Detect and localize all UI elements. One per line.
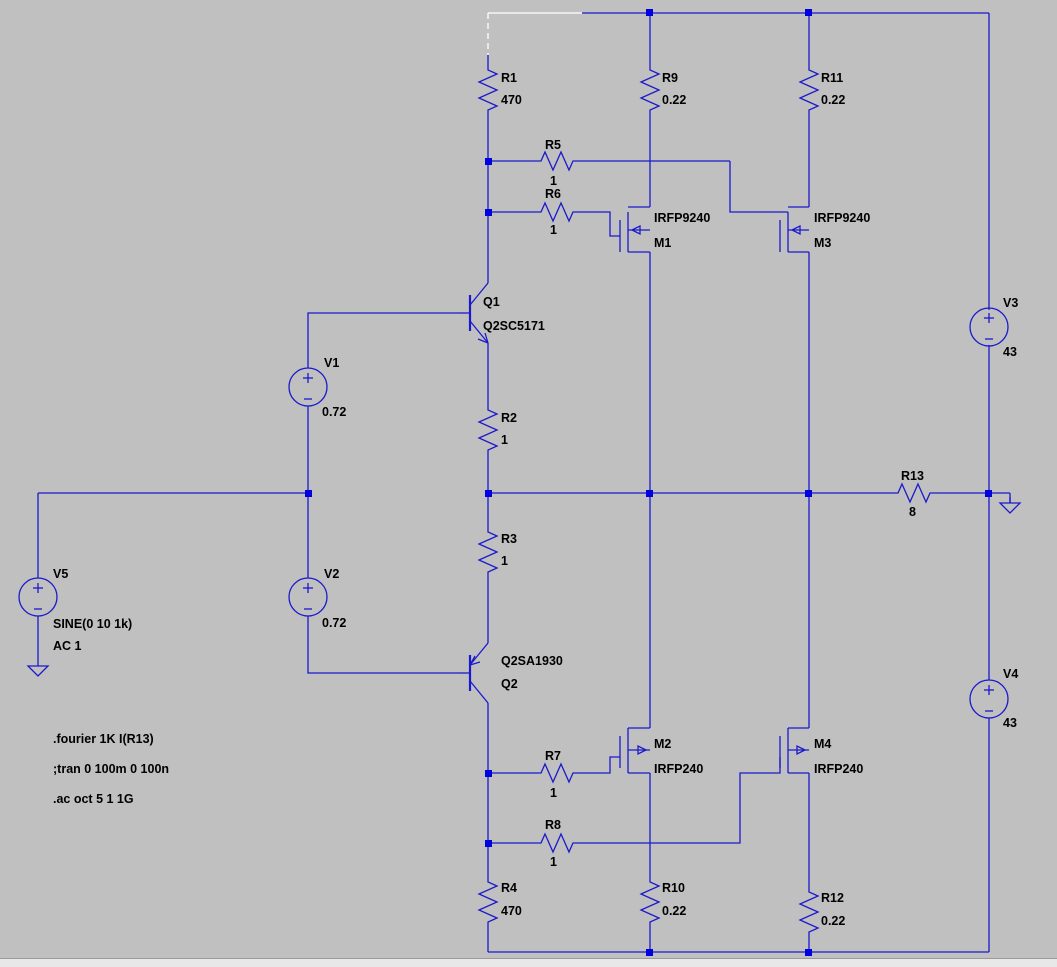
resistor-R2[interactable] [477,405,499,451]
transistor-Q1[interactable] [458,282,489,344]
mosfet-M3[interactable] [779,206,809,253]
resistor-R8[interactable] [536,832,576,854]
label-R10-ref: R10 [662,881,685,895]
voltage-source-V1[interactable] [288,367,328,407]
wires [37,12,1011,953]
junctions [305,9,992,956]
label-R1-value: 470 [501,93,522,107]
label-R8-value: 1 [550,855,557,869]
label-R7-ref: R7 [545,749,561,763]
label-M4-value: IRFP240 [814,762,863,776]
window-bottom-edge [0,958,1057,967]
label-M4-ref: M4 [814,737,831,751]
label-R4-value: 470 [501,904,522,918]
label-V2-ref: V2 [324,567,339,581]
label-R4-ref: R4 [501,881,517,895]
mosfet-M2[interactable] [619,727,650,774]
label-R12-value: 0.22 [821,914,845,928]
mosfet-M1[interactable] [619,206,650,253]
label-M1-ref: M1 [654,236,671,250]
label-R2-value: 1 [501,433,508,447]
label-M2-ref: M2 [654,737,671,751]
label-R12-ref: R12 [821,891,844,905]
label-R13-ref: R13 [901,469,924,483]
label-R3-value: 1 [501,554,508,568]
label-R3-ref: R3 [501,532,517,546]
component-labels: R1 470 R2 1 R3 1 R4 470 R5 1 R6 1 R7 1 R… [53,71,1018,928]
label-R2-ref: R2 [501,411,517,425]
resistor-R5[interactable] [536,150,576,172]
voltage-source-V4[interactable] [969,679,1009,719]
resistor-R10[interactable] [639,877,661,923]
label-Q1-value: Q2SC5171 [483,319,545,333]
label-R5-value: 1 [550,174,557,188]
label-R6-value: 1 [550,223,557,237]
label-R13-value: 8 [909,505,916,519]
resistor-R7[interactable] [536,762,576,784]
resistor-R3[interactable] [477,527,499,573]
label-Q1-ref: Q1 [483,295,500,309]
resistor-R6[interactable] [536,201,576,223]
label-V5-ref: V5 [53,567,68,581]
label-R8-ref: R8 [545,818,561,832]
directive-ac[interactable]: .ac oct 5 1 1G [53,792,134,806]
directive-fourier[interactable]: .fourier 1K I(R13) [53,732,154,746]
label-R6-ref: R6 [545,187,561,201]
label-R1-ref: R1 [501,71,517,85]
label-R7-value: 1 [550,786,557,800]
voltage-source-V2[interactable] [288,577,328,617]
label-R10-value: 0.22 [662,904,686,918]
directive-tran[interactable]: ;tran 0 100m 0 100n [53,762,169,776]
label-V4-value: 43 [1003,716,1017,730]
resistor-R1[interactable] [477,65,499,111]
label-Q2-ref: Q2 [501,677,518,691]
label-V1-ref: V1 [324,356,339,370]
spice-directives: .fourier 1K I(R13) ;tran 0 100m 0 100n .… [53,732,169,806]
resistor-R12[interactable] [798,887,820,933]
label-M3-ref: M3 [814,236,831,250]
label-R11-ref: R11 [821,71,843,85]
label-V4-ref: V4 [1003,667,1018,681]
resistor-R9[interactable] [639,65,661,111]
ground-symbol-output [999,496,1021,514]
label-V2-value: 0.72 [322,616,346,630]
label-V3-ref: V3 [1003,296,1018,310]
label-R5-ref: R5 [545,138,561,152]
mosfet-M4[interactable] [779,727,809,774]
label-Q2-value: Q2SA1930 [501,654,563,668]
label-V5-ac: AC 1 [53,639,82,653]
label-R11-value: 0.22 [821,93,845,107]
resistor-R4[interactable] [477,877,499,923]
resistor-R13[interactable] [893,482,935,504]
label-R9-ref: R9 [662,71,678,85]
resistor-R11[interactable] [798,65,820,111]
label-M2-value: IRFP240 [654,762,703,776]
label-R9-value: 0.22 [662,93,686,107]
transistor-Q2[interactable] [458,642,489,704]
label-V5-value: SINE(0 10 1k) [53,617,132,631]
label-V1-value: 0.72 [322,405,346,419]
voltage-source-V3[interactable] [969,307,1009,347]
label-V3-value: 43 [1003,345,1017,359]
ground-symbol-input [27,659,49,677]
voltage-source-V5[interactable] [18,577,58,617]
label-M1-value: IRFP9240 [654,211,710,225]
label-M3-value: IRFP9240 [814,211,870,225]
